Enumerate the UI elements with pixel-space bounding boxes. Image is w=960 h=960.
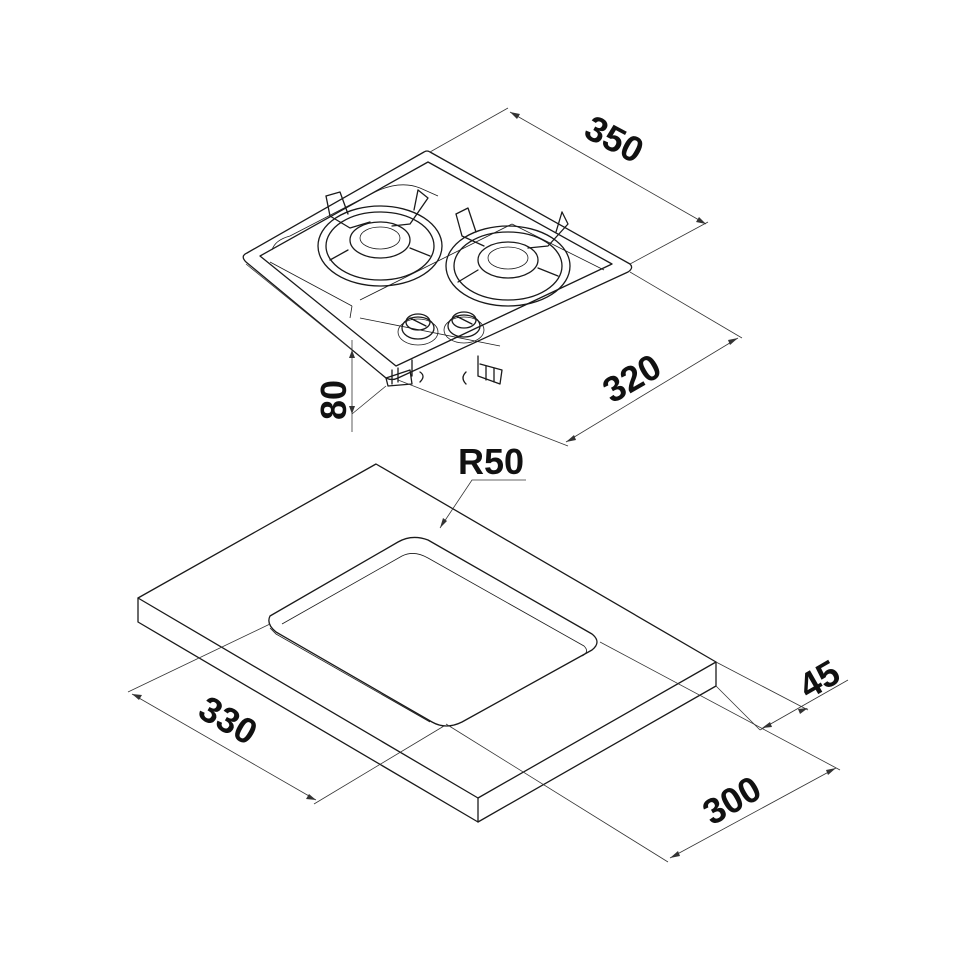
label-hob-depth: 320 bbox=[596, 345, 669, 411]
control-knob-icon bbox=[443, 311, 485, 344]
label-cutout-width: 330 bbox=[192, 687, 265, 753]
label-worktop-thickness: 45 bbox=[792, 651, 847, 707]
control-knob-icon bbox=[397, 313, 439, 346]
gas-inlet-icon bbox=[462, 355, 503, 385]
dimension-cutout-radius: R50 bbox=[439, 441, 526, 529]
gas-burner-icon bbox=[317, 189, 443, 287]
gas-inlet-icon bbox=[385, 359, 424, 387]
dimension-worktop-thickness: 45 bbox=[715, 651, 849, 731]
label-cutout-depth: 300 bbox=[696, 767, 769, 833]
worktop bbox=[137, 463, 717, 823]
gas-hob bbox=[242, 150, 633, 387]
gas-burner-icon bbox=[445, 207, 571, 307]
label-hob-width: 350 bbox=[578, 107, 650, 171]
dimension-hob-height: 80 bbox=[245, 263, 387, 432]
dimension-cutout-width: 330 bbox=[127, 623, 445, 805]
label-cutout-radius: R50 bbox=[458, 441, 524, 482]
dimension-cutout-depth: 300 bbox=[445, 641, 841, 863]
label-hob-height: 80 bbox=[313, 380, 354, 420]
